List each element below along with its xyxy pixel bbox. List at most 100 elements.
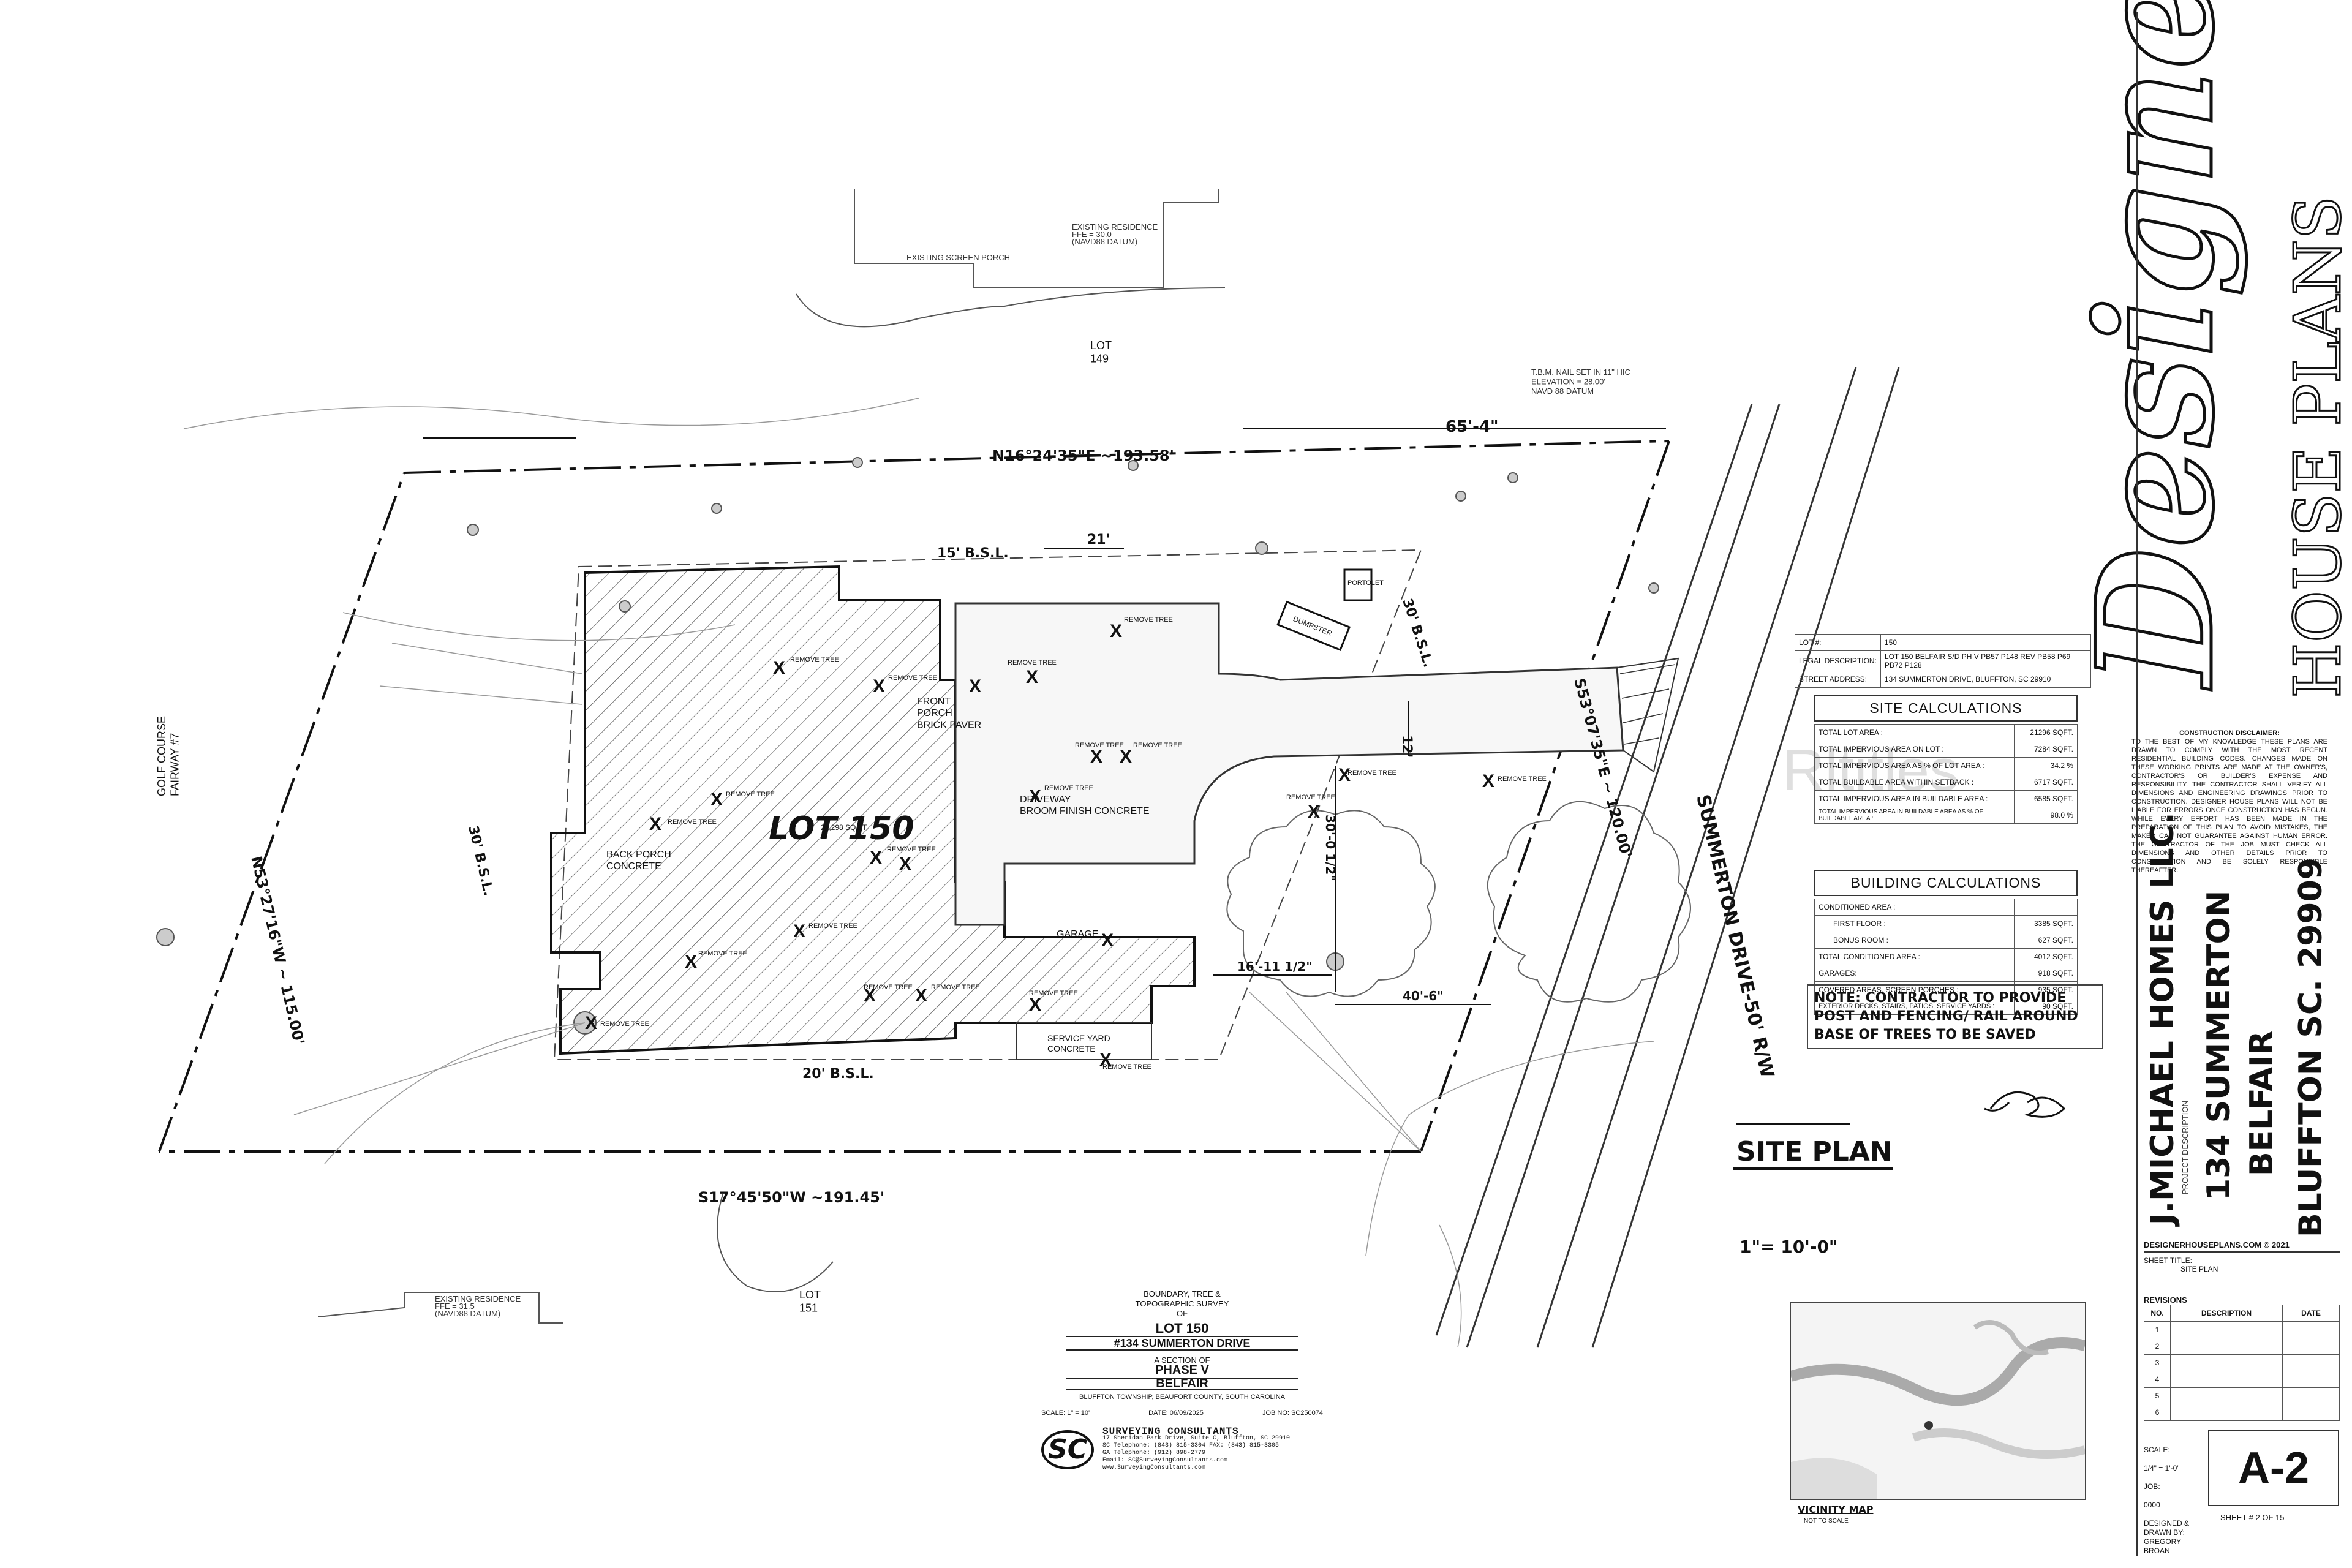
lot-title: LOT 150 [769, 810, 914, 847]
tree-protection-note: NOTE: CONTRACTOR TO PROVIDE POST AND FEN… [1807, 984, 2103, 1049]
lot-boundary [158, 440, 1670, 1153]
svg-text:REMOVE TREE: REMOVE TREE [1102, 1063, 1152, 1071]
svg-text:REMOVE TREE: REMOVE TREE [888, 674, 937, 682]
svg-text:X: X [649, 814, 662, 834]
service-yard [1016, 1022, 1152, 1060]
vicinity-map-subtitle: NOT TO SCALE [1804, 1518, 1849, 1525]
vicinity-map [1790, 1302, 2086, 1500]
svg-text:REMOVE TREE: REMOVE TREE [931, 984, 980, 991]
drawing-title: SITE PLAN [1736, 1136, 1893, 1167]
svg-text:X: X [1029, 786, 1041, 807]
svg-text:X: X [1101, 930, 1114, 951]
svg-text:X: X [1029, 995, 1041, 1015]
brand-house-plans: HOUSE PLANS [2280, 196, 2352, 698]
summerton-drive-road [1435, 367, 1900, 1348]
svg-text:X: X [1308, 802, 1320, 822]
svg-text:X: X [915, 986, 927, 1006]
lot-area: 21,298 SQ FT. [821, 823, 868, 832]
svg-text:REMOVE TREE: REMOVE TREE [668, 818, 717, 826]
svg-text:X: X [1120, 747, 1132, 767]
dimension-lines [423, 428, 1666, 1005]
svg-text:REMOVE TREE: REMOVE TREE [726, 791, 775, 798]
svg-text:REMOVE TREE: REMOVE TREE [698, 950, 747, 957]
svg-text:REMOVE TREE: REMOVE TREE [1008, 659, 1057, 666]
bsl-rear: 20' B.S.L. [802, 1066, 874, 1082]
svg-text:X: X [585, 1013, 597, 1033]
brand-designer: Designer [2062, 0, 2249, 691]
survey-title-block: BOUNDARY, TREE & TOPOGRAPHIC SURVEY OF L… [1041, 1289, 1323, 1471]
svg-text:X: X [1482, 771, 1494, 791]
road-label: SUMMERTON DRIVE-50' R/W [1692, 793, 1778, 1080]
project-address-3: BLUFFTON SC. 29909 [2293, 858, 2329, 1237]
sheet-number-box: A-2 [2208, 1430, 2339, 1506]
driveway-apron [1616, 657, 1679, 773]
construction-disclaimer: CONSTRUCTION DISCLAIMER: TO THE BEST OF … [2132, 729, 2328, 874]
bearing-west: N53°27'16"W ~ 115.00' [247, 854, 307, 1047]
building-calculations-table: BUILDING CALCULATIONS CONDITIONED AREA :… [1814, 870, 2078, 1015]
svg-text:X: X [685, 952, 697, 972]
svg-text:X: X [1090, 747, 1102, 767]
svg-text:REMOVE TREE: REMOVE TREE [1029, 990, 1078, 997]
vicinity-map-title: VICINITY MAP [1798, 1504, 1874, 1515]
dim-65: 65'-4" [1446, 418, 1499, 436]
svg-text:REMOVE TREE: REMOVE TREE [809, 922, 858, 930]
project-description-label: PROJECT DESCRIPTION [2180, 1101, 2190, 1194]
driveway [954, 602, 1624, 926]
bearing-north: N16°24'35"E ~193.58' [992, 447, 1174, 464]
svg-text:X: X [1338, 765, 1351, 785]
svg-text:X: X [1110, 621, 1122, 641]
svg-text:X: X [899, 854, 911, 874]
svg-text:REMOVE TREE: REMOVE TREE [1348, 769, 1396, 777]
builder-name: J.MICHAEL HOMES LLC. [2144, 812, 2181, 1227]
svg-text:REMOVE TREE: REMOVE TREE [1124, 616, 1173, 624]
golf-course-label: GOLF COURSEFAIRWAY #7 [156, 716, 181, 796]
svg-text:REMOVE TREE: REMOVE TREE [864, 984, 913, 991]
dim-30: 30'-0 1/2" [1323, 815, 1338, 881]
dim-12: 12' [1399, 735, 1414, 758]
svg-text:REMOVE TREE: REMOVE TREE [887, 846, 936, 853]
bsl-front: 15' B.S.L. [937, 546, 1009, 561]
svg-text:REMOVE TREE: REMOVE TREE [1075, 742, 1124, 749]
bsl-left: 30' B.S.L. [465, 824, 496, 897]
contour-lines [183, 398, 1654, 1348]
garage-label: GARAGE [1057, 929, 1098, 940]
svg-text:REMOVE TREE: REMOVE TREE [1044, 785, 1093, 792]
project-address-2: BELFAIR [2244, 1031, 2280, 1176]
dumpster [1276, 600, 1351, 651]
svg-text:X: X [969, 676, 981, 696]
tree-canopy [1226, 810, 1436, 997]
svg-text:X: X [1026, 667, 1038, 687]
title-block-info: DESIGNERHOUSEPLANS.COM © 2021 SHEET TITL… [2144, 1240, 2340, 1273]
lot-info-table: LOT #:150 LEGAL DESCRIPTION:LOT 150 BELF… [1795, 634, 2091, 688]
drawing-scale: 1"= 10'-0" [1740, 1237, 1838, 1257]
svg-text:X: X [870, 848, 882, 868]
svg-text:X: X [864, 986, 876, 1006]
svg-text:REMOVE TREE: REMOVE TREE [1498, 775, 1547, 783]
svg-text:X: X [1099, 1050, 1112, 1070]
surveyor-logo: SC [1041, 1430, 1094, 1469]
portolet-label: PORTOLET [1348, 579, 1384, 587]
bearing-south: S17°45'50"W ~191.45' [698, 1189, 884, 1206]
location-pin-icon [1924, 1421, 1933, 1430]
neighbor-residence-bottom [318, 1194, 834, 1324]
svg-text:REMOVE TREE: REMOVE TREE [1133, 742, 1182, 749]
sheet-meta: SCALE: 1/4" = 1'-0" JOB: 0000 DESIGNED &… [2144, 1446, 2190, 1555]
svg-text:REMOVE TREE: REMOVE TREE [600, 1020, 649, 1028]
site-calculations-table: SITE CALCULATIONS TOTAL LOT AREA :21296 … [1814, 695, 2078, 824]
svg-text:X: X [793, 921, 805, 941]
title-block-frame [2136, 12, 2346, 1556]
svg-text:REMOVE TREE: REMOVE TREE [790, 656, 839, 663]
svg-text:X: X [773, 658, 785, 678]
existing-screen-porch: EXISTING SCREEN PORCH [907, 253, 1010, 262]
project-address-1: 134 SUMMERTON [2201, 891, 2237, 1200]
